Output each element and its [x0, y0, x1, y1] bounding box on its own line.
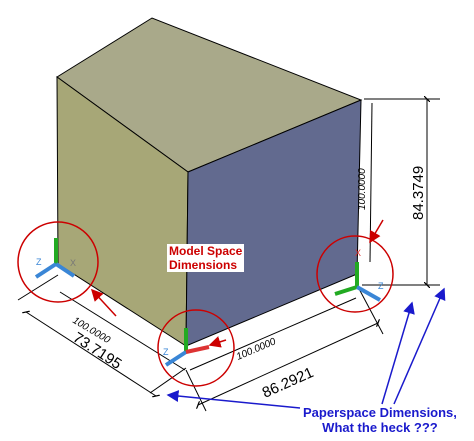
svg-text:X: X [70, 258, 76, 268]
paper-dim-vertical-text: 84.3749 [410, 166, 427, 220]
red-arrow [369, 219, 384, 244]
paper-ext-line [185, 369, 207, 412]
model-space-annotation: Model Space Dimensions [167, 244, 245, 272]
paperspace-line2: What the heck ??? [322, 420, 438, 435]
model-dim-right-text: 100.0000 [235, 336, 278, 363]
ucs-icon: Z X [34, 238, 76, 279]
model-space-line2: Dimensions [169, 258, 238, 272]
paperspace-annotation: Paperspace Dimensions, What the heck ??? [303, 405, 457, 435]
paper-dim-right-line [198, 323, 378, 405]
highlight-circle [157, 309, 235, 387]
model-space-line1: Model Space [169, 244, 243, 258]
svg-text:Z: Z [378, 281, 384, 291]
svg-text:X: X [355, 248, 361, 258]
blue-arrow [381, 301, 415, 405]
ucs-icon: Z X [334, 248, 384, 302]
red-arrow [90, 288, 117, 317]
ucs-icon: Z [163, 328, 210, 367]
highlight-circle [316, 235, 394, 313]
paper-ext-line [149, 367, 187, 394]
model-dim-vertical-text: 100.0000 [357, 168, 368, 210]
highlight-circle [17, 221, 99, 303]
paperspace-line1: Paperspace Dimensions, [303, 405, 457, 420]
blue-arrow [393, 287, 446, 405]
svg-text:Z: Z [163, 347, 169, 357]
paper-dim-right-text: 86.2921 [260, 364, 316, 402]
blue-arrow [166, 390, 301, 409]
paper-ext-line [17, 274, 59, 301]
svg-text:Z: Z [36, 257, 42, 267]
red-arrow [208, 336, 227, 348]
paper-dim-left-line [26, 312, 156, 396]
